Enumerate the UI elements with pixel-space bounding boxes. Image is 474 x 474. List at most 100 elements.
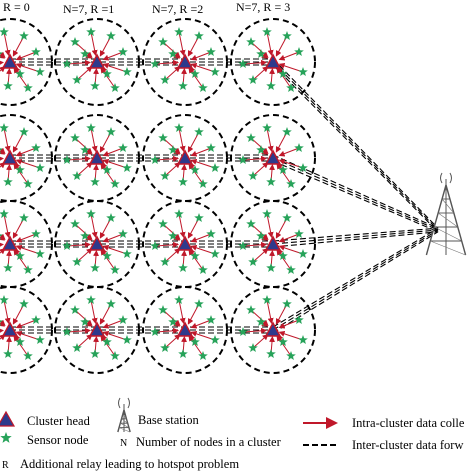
sensor-node <box>178 349 188 358</box>
sensor-node <box>15 337 25 346</box>
sensor-node <box>190 165 200 174</box>
sensor-node <box>86 295 96 304</box>
intra-cluster-arrow <box>188 248 204 271</box>
legend-sensor-node-icon <box>0 432 12 443</box>
intra-cluster-arrow <box>13 248 29 271</box>
intra-cluster-arrow <box>76 248 93 263</box>
cluster <box>142 18 228 106</box>
intra-cluster-arrow <box>15 51 37 61</box>
sensor-node <box>206 143 216 152</box>
sensor-node <box>294 315 304 324</box>
sensor-node <box>262 209 272 218</box>
inter-cluster-link-to-base <box>272 160 439 233</box>
intra-cluster-arrow <box>13 334 29 357</box>
cluster-boundary <box>142 18 228 106</box>
sensor-node <box>90 81 100 90</box>
intra-cluster-arrow <box>102 147 124 157</box>
sensor-node <box>122 335 132 344</box>
cluster-boundary <box>54 200 140 288</box>
legend-r-letter: R <box>2 460 9 471</box>
intra-cluster-arrow <box>0 162 6 169</box>
intra-cluster-arrow <box>0 233 6 240</box>
sensor-node <box>246 219 256 228</box>
intra-cluster-arrow <box>242 59 268 66</box>
sensor-node <box>190 69 200 78</box>
sensor-node <box>294 143 304 152</box>
intra-cluster-arrow <box>102 51 124 61</box>
cluster-boundary <box>142 286 228 374</box>
intra-cluster-arrow <box>66 327 92 334</box>
cluster-boundary <box>230 286 316 374</box>
intra-cluster-arrow <box>100 162 116 185</box>
intra-cluster-arrow <box>276 248 292 271</box>
intra-cluster-arrow <box>266 31 274 57</box>
intra-cluster-arrow <box>102 233 124 243</box>
intra-cluster-arrow <box>276 334 292 357</box>
sensor-node <box>298 163 308 172</box>
sensor-node <box>286 83 296 92</box>
star-icon <box>0 432 12 443</box>
sensor-node <box>168 231 178 240</box>
sensor-node <box>106 31 116 40</box>
inter-cluster-link-to-base <box>272 227 439 242</box>
intra-cluster-arrow <box>99 303 112 325</box>
legend-sensor-node-label: Sensor node <box>27 433 89 447</box>
sensor-node <box>118 143 128 152</box>
intra-cluster-arrow <box>275 303 288 325</box>
intra-cluster-arrow <box>275 217 288 239</box>
intra-cluster-arrow <box>252 66 269 81</box>
sensor-node <box>210 163 220 172</box>
cluster-boundary <box>0 114 53 202</box>
intra-cluster-arrow <box>90 127 98 153</box>
sensor-node <box>0 123 9 132</box>
cluster-boundary <box>0 200 53 288</box>
sensor-node <box>150 155 160 164</box>
legend-cluster-head-label: Cluster head <box>27 414 91 428</box>
intra-cluster-arrow <box>0 327 5 334</box>
cluster-boundary <box>142 200 228 288</box>
intra-cluster-arrow <box>178 213 186 239</box>
sensor-node <box>35 67 45 76</box>
intra-cluster-arrow <box>278 51 300 61</box>
intra-cluster-arrow <box>0 155 5 162</box>
intra-cluster-arrow <box>3 299 11 325</box>
sensor-node <box>286 351 296 360</box>
intra-cluster-arrow <box>275 131 288 153</box>
intra-cluster-arrow <box>100 66 116 89</box>
sensor-node <box>160 75 170 84</box>
sensor-node <box>106 213 116 222</box>
sensor-node <box>106 299 116 308</box>
intra-cluster-arrow <box>187 217 200 239</box>
sensor-node <box>102 69 112 78</box>
sensor-node <box>262 27 272 36</box>
cluster <box>0 18 53 106</box>
intra-cluster-arrow <box>276 162 292 185</box>
intra-cluster-arrow <box>190 51 212 61</box>
sensor-node <box>110 83 120 92</box>
sensor-node <box>15 165 25 174</box>
legend: Cluster head Sensor node Base station N … <box>0 397 465 471</box>
sensor-node <box>266 177 276 186</box>
sensor-node <box>106 127 116 136</box>
cluster-head <box>1 149 19 165</box>
cluster-head <box>88 321 106 337</box>
cluster-head <box>176 235 194 251</box>
sensor-node <box>178 81 188 90</box>
sensor-node <box>0 52 3 58</box>
sensor-node <box>3 349 13 358</box>
intra-cluster-arrow <box>76 66 93 81</box>
sensor-node <box>90 177 100 186</box>
sensor-node <box>31 143 41 152</box>
sensor-node <box>246 37 256 46</box>
sensor-node <box>122 163 132 172</box>
sensor-node <box>0 148 3 154</box>
intra-cluster-arrow <box>266 299 274 325</box>
intra-cluster-arrow <box>0 51 6 58</box>
intra-cluster-arrow <box>242 155 268 162</box>
cluster <box>54 286 140 374</box>
sensor-node <box>286 265 296 274</box>
sensor-node <box>160 171 170 180</box>
sensor-node <box>102 337 112 346</box>
inter-cluster-link-to-base <box>272 64 439 233</box>
